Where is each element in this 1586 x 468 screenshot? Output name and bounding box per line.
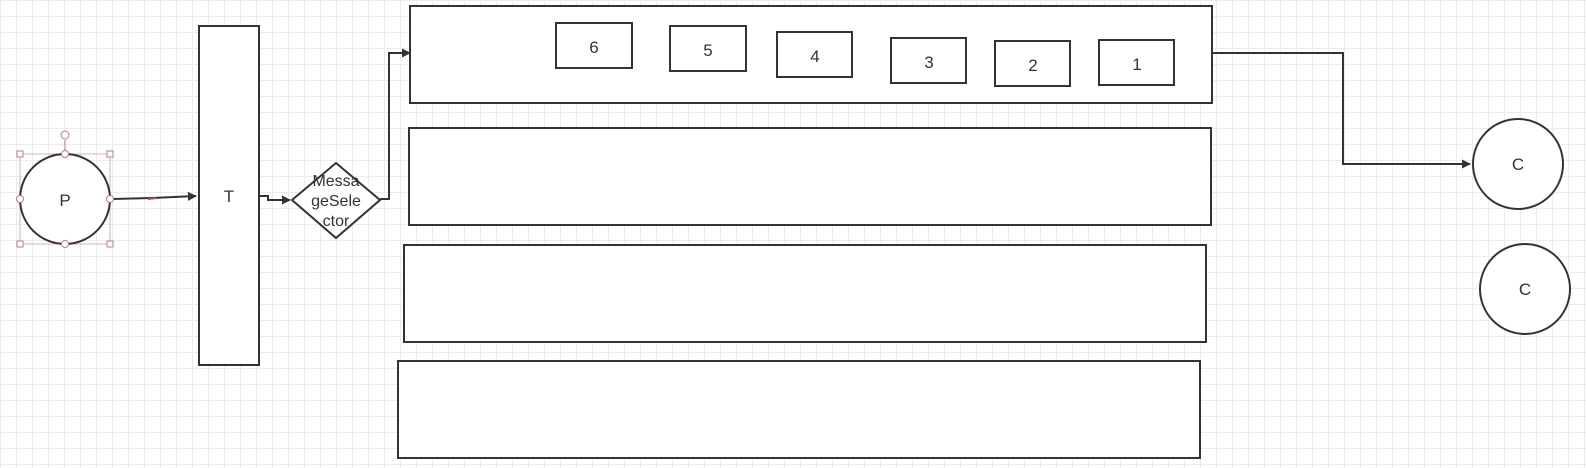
message-slot[interactable]: 2 xyxy=(994,40,1071,87)
resize-handle-nw[interactable] xyxy=(16,150,24,158)
producer-label: P xyxy=(59,191,70,210)
queue-4[interactable] xyxy=(397,360,1201,459)
producer-node[interactable]: P xyxy=(16,130,114,248)
message-slot[interactable]: 3 xyxy=(890,37,967,84)
selector-diamond xyxy=(290,161,382,240)
consumer-label: C xyxy=(1512,155,1524,174)
message-slot[interactable]: 1 xyxy=(1098,39,1175,86)
message-slot[interactable]: 4 xyxy=(776,31,853,78)
edge-topic-to-selector[interactable] xyxy=(258,195,291,205)
consumer-node-1[interactable]: C xyxy=(1472,118,1564,210)
edge-selector-to-queue[interactable] xyxy=(380,48,411,200)
connection-point-bottom[interactable] xyxy=(61,240,69,248)
consumer-label: C xyxy=(1519,280,1531,299)
message-slot-box xyxy=(890,37,967,84)
message-slot-label: 3 xyxy=(924,53,933,72)
connection-point-right[interactable] xyxy=(106,195,114,203)
rotate-handle[interactable] xyxy=(60,130,70,140)
edge-waypoint-marker xyxy=(147,197,157,200)
connection-point-left[interactable] xyxy=(16,195,24,203)
selector-label-line-2: geSele xyxy=(311,193,361,210)
message-selector-node[interactable]: Messa geSele ctor xyxy=(290,161,382,240)
connection-point-top[interactable] xyxy=(61,150,69,158)
message-slot[interactable]: 6 xyxy=(555,22,633,69)
message-slot-box xyxy=(1098,39,1175,86)
consumer-node-2[interactable]: C xyxy=(1479,243,1571,335)
message-slot-label: 1 xyxy=(1132,55,1141,74)
message-slot[interactable]: 5 xyxy=(669,25,747,72)
message-slot-box xyxy=(669,25,747,72)
message-slot-label: 4 xyxy=(810,47,819,66)
message-slot-box xyxy=(776,31,853,78)
consumer-circle xyxy=(1472,118,1564,210)
consumer-circle xyxy=(1479,243,1571,335)
selector-label-line-3: ctor xyxy=(323,213,350,230)
message-slot-label: 5 xyxy=(703,41,712,60)
resize-handle-se[interactable] xyxy=(106,240,114,248)
topic-rect xyxy=(198,25,260,366)
message-slot-box xyxy=(555,22,633,69)
topic-label: T xyxy=(224,187,234,206)
message-slot-label: 6 xyxy=(589,38,598,57)
resize-handle-ne[interactable] xyxy=(106,150,114,158)
queue-2[interactable] xyxy=(408,127,1212,226)
topic-node[interactable]: T xyxy=(198,25,260,366)
message-slot-label: 2 xyxy=(1028,56,1037,75)
resize-handle-sw[interactable] xyxy=(16,240,24,248)
queue-3[interactable] xyxy=(403,244,1207,343)
selector-label-line-1: Messa xyxy=(312,173,359,190)
edge-queue-to-consumer[interactable] xyxy=(1211,52,1471,169)
message-slot-box xyxy=(994,40,1071,87)
